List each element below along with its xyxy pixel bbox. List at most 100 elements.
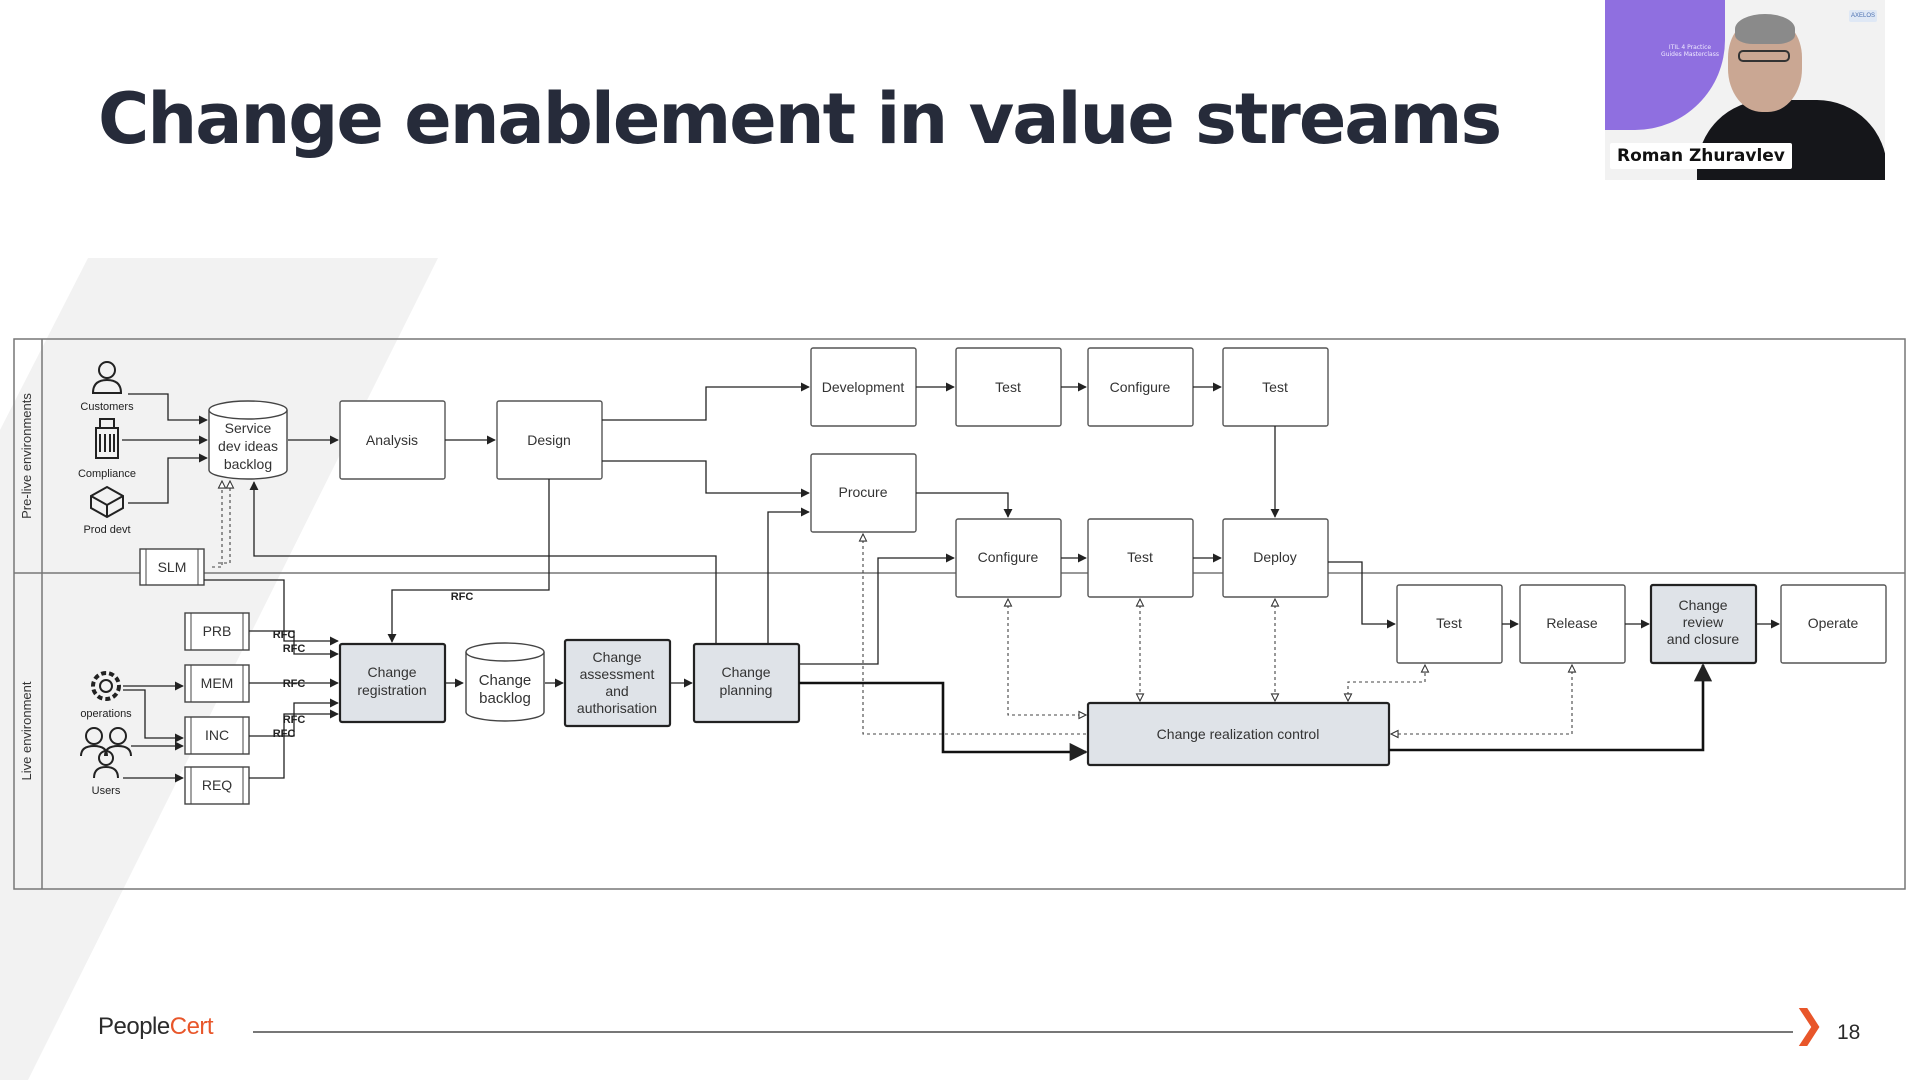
- dashed-realization-test: [1348, 665, 1425, 701]
- arrow-design-development: [602, 382, 810, 421]
- operations-label: operations: [80, 708, 132, 720]
- change-review-line-1: Change: [1678, 597, 1727, 613]
- logo-part-2: Cert: [169, 1013, 214, 1040]
- configure-label-2: Configure: [978, 549, 1039, 565]
- arrow-planning-backlog: [249, 481, 717, 644]
- slide-title: Change enablement in value streams: [98, 78, 1502, 160]
- configure-label-1: Configure: [1110, 379, 1171, 395]
- slm-label: SLM: [158, 559, 187, 575]
- arrow-procure-configure: [916, 492, 1013, 518]
- design-label: Design: [527, 432, 571, 448]
- development-label: Development: [822, 379, 905, 395]
- arrow-customers-backlog: [128, 393, 208, 425]
- change-review-line-2: review: [1683, 614, 1724, 630]
- change-review-line-3: and closure: [1667, 631, 1740, 647]
- users-icon: [80, 727, 132, 779]
- operate-box: [1780, 584, 1887, 664]
- axelos-logo: AXELOS: [1849, 10, 1877, 22]
- prod-devt-icon: [90, 485, 124, 519]
- arrow-prb-registration: [249, 630, 339, 659]
- change-backlog-line-2: backlog: [479, 690, 531, 707]
- dashed-realization-procure: [863, 534, 1086, 735]
- change-assessment-line-3: and: [605, 683, 628, 699]
- prod-devt-label: Prod devt: [83, 524, 130, 536]
- operations-icon: [91, 671, 121, 701]
- video-backdrop-text: ITIL 4 Practice Guides Masterclass: [1661, 44, 1719, 58]
- test-label-4: Test: [1436, 615, 1462, 631]
- arrow-slm-registration: [204, 579, 339, 646]
- change-assessment-line-2: assessment: [580, 666, 655, 682]
- service-dev-ideas-backlog: Service dev ideas backlog: [208, 400, 288, 480]
- mem-box: MEM: [184, 664, 250, 703]
- dashed-release-realization: [1391, 665, 1572, 734]
- arrow-req-registration: [249, 709, 339, 779]
- prb-label: PRB: [203, 623, 232, 639]
- dashed-configure-realization: [1008, 599, 1086, 715]
- rfc-label-prb-1: RFC: [273, 629, 296, 641]
- inc-box: INC: [184, 716, 250, 755]
- footer-divider: [253, 1031, 1793, 1033]
- arrow-realization-review: [1389, 663, 1713, 752]
- req-box: REQ: [184, 766, 250, 805]
- test-label-3: Test: [1127, 549, 1153, 565]
- operate-label: Operate: [1808, 615, 1859, 631]
- change-planning-line-2: planning: [720, 682, 773, 698]
- presenter-hair: [1735, 14, 1795, 44]
- speaker-name-label: Roman Zhuravlev: [1610, 143, 1792, 169]
- lanes-frame: [13, 338, 1906, 890]
- arrow-planning-realization: [799, 681, 1088, 762]
- logo-part-1: People: [98, 1013, 170, 1040]
- arrow-design-procure: [602, 460, 810, 498]
- rfc-label-mem: RFC: [283, 678, 306, 690]
- mem-label: MEM: [201, 675, 234, 691]
- arrow-prod-devt-backlog: [128, 453, 208, 504]
- presenter-glasses: [1738, 50, 1790, 62]
- lane-label-prelive: Pre-live environments: [19, 393, 34, 519]
- customers-icon: [91, 361, 123, 394]
- slm-box: SLM: [139, 548, 205, 586]
- backlog-line-2: dev ideas: [218, 438, 278, 454]
- change-registration-line-2: registration: [357, 682, 426, 698]
- backlog-line-3: backlog: [224, 456, 272, 472]
- prb-box: PRB: [184, 612, 250, 651]
- next-chevron-icon[interactable]: ❯: [1793, 1002, 1825, 1046]
- rfc-label-design: RFC: [451, 591, 474, 603]
- test-label-1: Test: [995, 379, 1021, 395]
- backlog-line-1: Service: [225, 420, 272, 436]
- rfc-label-prb-2: RFC: [283, 643, 306, 655]
- deploy-label: Deploy: [1253, 549, 1297, 565]
- release-label: Release: [1546, 615, 1598, 631]
- analysis-label: Analysis: [366, 432, 418, 448]
- arrow-inc-registration: [249, 698, 339, 737]
- change-assessment-line-4: authorisation: [577, 700, 657, 716]
- change-backlog: Change backlog: [465, 642, 545, 722]
- req-label: REQ: [202, 777, 232, 793]
- arrow-planning-configure: [799, 553, 955, 665]
- compliance-icon: [95, 418, 119, 459]
- arrow-planning-procure: [767, 507, 810, 644]
- deploy-box: [1222, 518, 1329, 598]
- arrow-deploy-test: [1328, 561, 1396, 629]
- lane-label-live: Live environment: [19, 681, 34, 780]
- dashed-slm-backlog-2: [218, 481, 230, 564]
- change-assessment-line-1: Change: [592, 649, 641, 665]
- procure-label: Procure: [838, 484, 887, 500]
- customers-label: Customers: [80, 401, 134, 413]
- rfc-label-inc: RFC: [283, 714, 306, 726]
- presenter-video: ITIL 4 Practice Guides Masterclass AXELO…: [1605, 0, 1885, 180]
- rfc-label-req: RFC: [273, 728, 296, 740]
- change-planning-line-1: Change: [721, 664, 770, 680]
- change-realization-box: [1086, 701, 1391, 767]
- peoplecert-logo: PeopleCert: [98, 1013, 214, 1041]
- dashed-slm-backlog-1: [212, 481, 222, 568]
- compliance-label: Compliance: [78, 468, 136, 480]
- page-number: 18: [1837, 1021, 1861, 1044]
- change-registration-line-1: Change: [367, 664, 416, 680]
- change-backlog-line-1: Change: [479, 672, 532, 689]
- arrow-design-registration: [387, 479, 550, 643]
- users-label: Users: [92, 785, 121, 797]
- arrow-operations-inc: [123, 689, 184, 743]
- change-realization-label: Change realization control: [1157, 726, 1320, 742]
- inc-label: INC: [205, 727, 229, 743]
